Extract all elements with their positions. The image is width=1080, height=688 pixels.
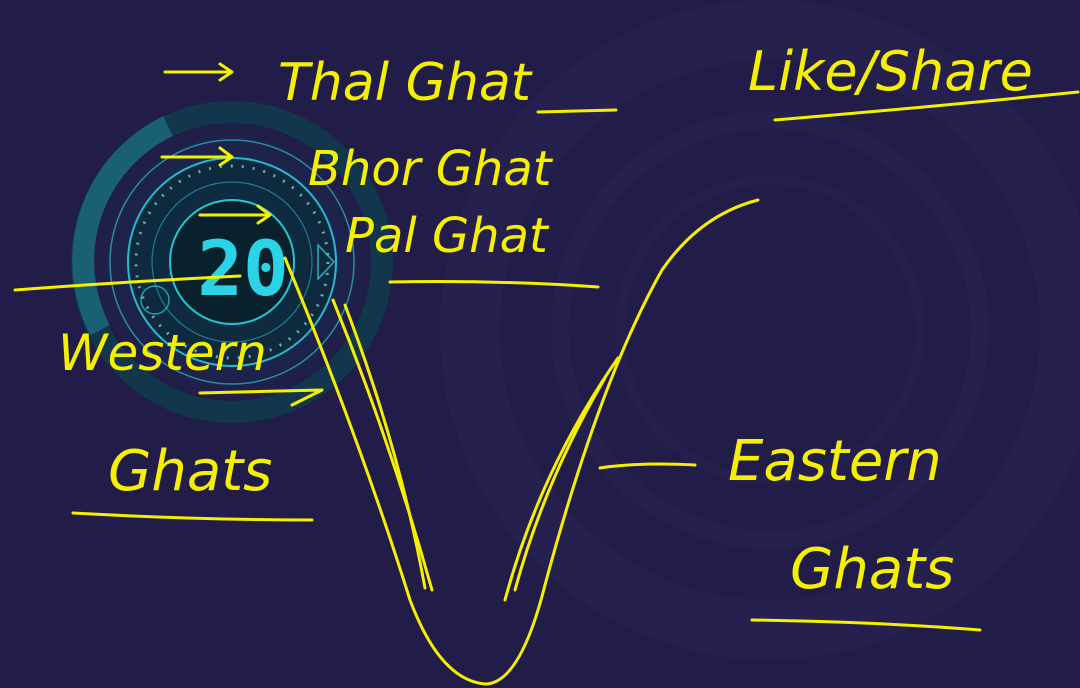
eastern-ghats-underline xyxy=(750,618,982,632)
annotations: Thal Ghat Bhor Ghat Pal Ghat Western Gha… xyxy=(58,40,1033,602)
watermark-emblem xyxy=(440,0,1080,660)
pass-label-bhor: Bhor Ghat xyxy=(308,141,554,197)
western-ghats-underline xyxy=(71,511,314,522)
western-ghats-label: Ghats xyxy=(108,439,272,504)
arrow-icon xyxy=(160,146,234,167)
v-shape-outline xyxy=(283,198,760,686)
western-ghats-slope xyxy=(343,303,427,590)
eastern-pointer xyxy=(598,462,697,470)
like-share-underline xyxy=(773,90,1080,122)
thal-ghat-underline xyxy=(536,108,618,114)
like-share-label: Like/Share xyxy=(748,40,1033,103)
eastern-ghats-label: Ghats xyxy=(790,537,954,602)
eastern-label: Eastern xyxy=(728,429,942,494)
eastern-ghats-slope xyxy=(513,376,607,592)
western-label: Western xyxy=(58,324,267,382)
left-baseline xyxy=(13,274,242,292)
western-ghats-slope xyxy=(331,298,434,592)
pass-label-thal: Thal Ghat xyxy=(278,53,533,113)
pal-ghat-underline xyxy=(388,280,600,289)
arrow-icon xyxy=(198,204,272,225)
timer-value: 20 xyxy=(197,224,289,313)
pass-label-pal: Pal Ghat xyxy=(345,208,550,264)
arrow-icon xyxy=(198,388,324,407)
timer-gauge xyxy=(62,92,402,432)
arrow-icon xyxy=(163,62,234,82)
pen-strokes xyxy=(13,62,1080,686)
